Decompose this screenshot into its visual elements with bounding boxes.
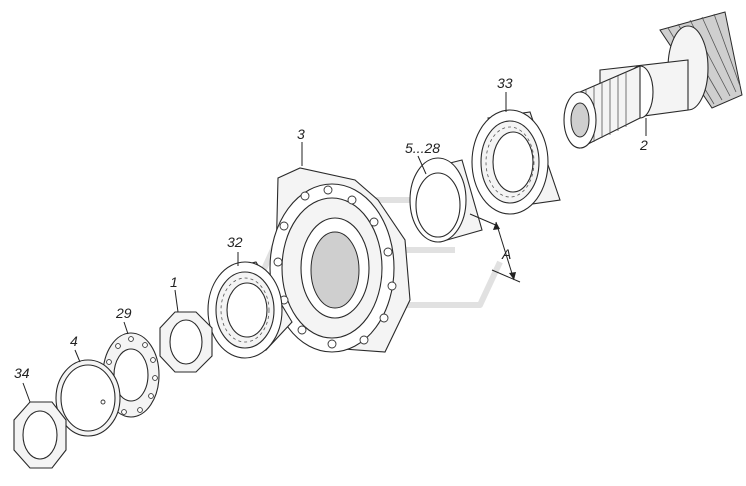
callout-labels: 34 4 29 1 32 3 5...28 33 2 A [14, 75, 648, 381]
part-33-roller-bearing [471, 109, 561, 215]
part-4-washer [55, 359, 121, 437]
label-part-29: 29 [115, 305, 132, 321]
label-part-34: 34 [14, 365, 30, 381]
label-part-2: 2 [639, 137, 648, 153]
part-32-bearing [207, 261, 293, 359]
label-part-1: 1 [170, 274, 178, 290]
part-2-gear-shaft [563, 11, 743, 149]
part-34-nut [13, 401, 67, 469]
label-part-3: 3 [297, 126, 305, 142]
label-dimension-a: A [501, 246, 511, 262]
label-part-33: 33 [497, 75, 513, 91]
part-3-housing [269, 167, 411, 353]
dimension-a [469, 213, 521, 283]
label-part-4: 4 [70, 333, 78, 349]
part-1-nut [159, 311, 213, 373]
label-part-32: 32 [227, 234, 243, 250]
leader-lines [22, 92, 647, 403]
label-part-5-28: 5...28 [405, 140, 440, 156]
part-5-28-spacer-sleeve [409, 157, 483, 243]
